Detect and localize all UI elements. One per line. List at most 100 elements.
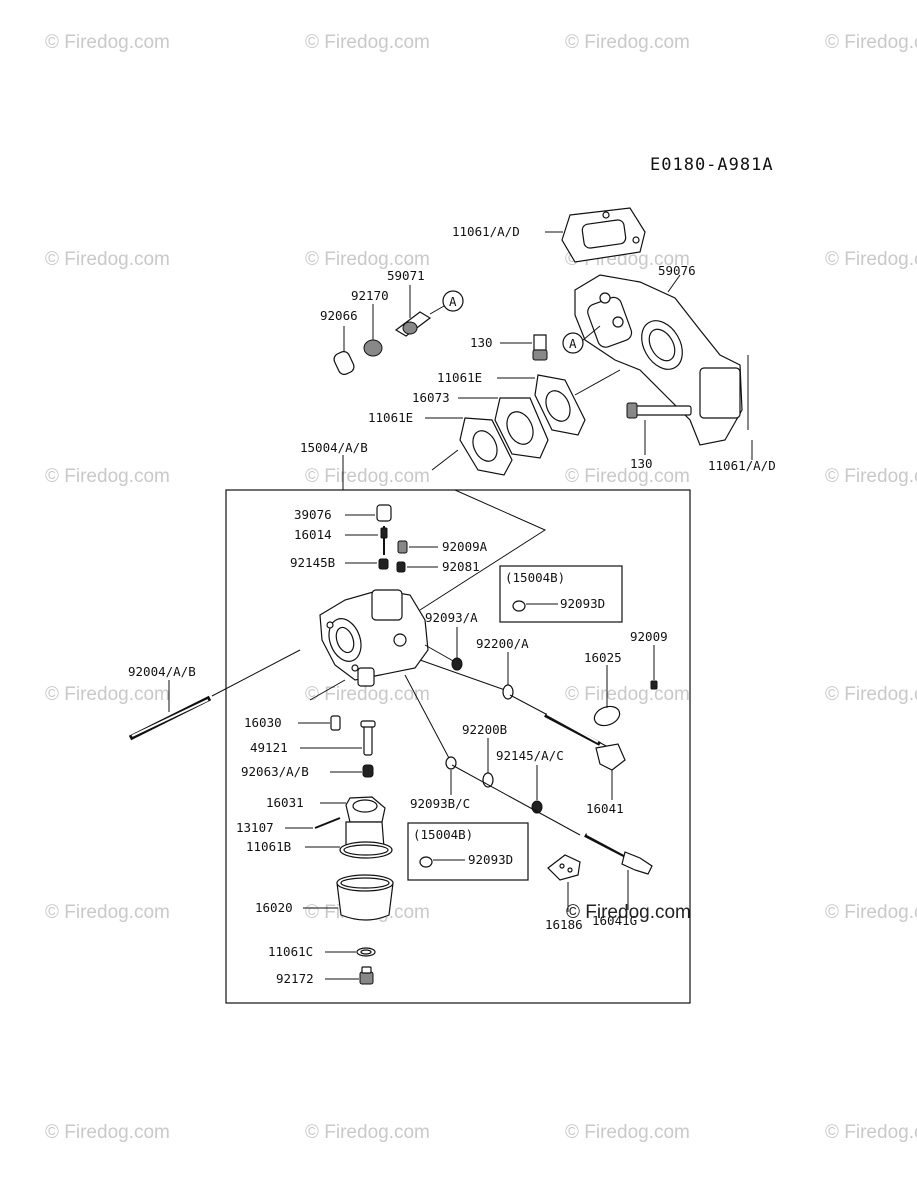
spacer-16073-hole — [506, 411, 534, 445]
carburetor-boss — [393, 633, 407, 647]
label-39076: 39076 — [294, 507, 332, 522]
manifold-end-flange — [699, 367, 741, 419]
label-92093-a: 92093/A — [425, 610, 478, 625]
watermark: © Firedog.com — [825, 32, 917, 53]
screw-92009a — [397, 540, 408, 554]
label-92093b-c: 92093B/C — [410, 796, 470, 811]
watermark: © Firedog.com — [45, 249, 170, 270]
watermark: © Firedog.com — [565, 466, 690, 487]
needle-16014 — [380, 527, 388, 539]
label-92066: 92066 — [320, 308, 358, 323]
inset-box-15004b-bottom — [407, 822, 529, 881]
watermark: © Firedog.com — [305, 32, 430, 53]
callout-a-circle-2 — [442, 290, 464, 312]
choke-plate-hole — [559, 863, 565, 869]
drain-bolt-92172 — [359, 971, 374, 985]
fitting-59071-nut — [402, 321, 418, 335]
carburetor-parts: 39076 16014 92009A 92145B 92081 92004/A — [128, 504, 668, 986]
watermark: © Firedog.com — [565, 32, 690, 53]
label-92200-a: 92200/A — [476, 636, 529, 651]
watermark: © Firedog.com — [45, 902, 170, 923]
watermark: © Firedog.com — [825, 1122, 917, 1143]
seal-92093a — [451, 657, 463, 671]
spring-92145b — [378, 558, 389, 570]
spring-92081 — [396, 561, 406, 573]
label-16020: 16020 — [255, 900, 293, 915]
gasket-11061-top-window — [581, 219, 627, 249]
drain-bolt-92172-tip — [361, 966, 372, 974]
bolt-130-top — [533, 334, 547, 351]
label-11061c: 11061C — [268, 944, 313, 959]
label-92009: 92009 — [630, 629, 668, 644]
clamp-92170 — [363, 339, 383, 357]
label-16041g: 16041G — [592, 913, 637, 928]
label-92172: 92172 — [276, 971, 314, 986]
label-92170: 92170 — [351, 288, 389, 303]
label-49121: 49121 — [250, 740, 288, 755]
label-92004-a-b: 92004/A/B — [128, 664, 196, 679]
tube-49121 — [363, 722, 373, 756]
label-92200b: 92200B — [462, 722, 507, 737]
label-59071: 59071 — [387, 268, 425, 283]
float-16031-top — [352, 799, 378, 813]
label-130-top: 130 — [470, 335, 493, 350]
float-bowl-rim-inner — [340, 877, 390, 889]
carburetor-boss — [351, 664, 359, 672]
watermark: © Firedog.com — [305, 249, 430, 270]
upper-assembly: 11061/A/D 59076 11061/A/D A 130 130 5907… — [320, 207, 776, 476]
label-16073: 16073 — [412, 390, 450, 405]
watermark: © Firedog.com — [825, 902, 917, 923]
washer-92093bc — [445, 756, 457, 770]
bolt-130-bottom-head — [626, 402, 638, 419]
carburetor-boss — [326, 621, 334, 629]
label-92145-a-c: 92145/A/C — [496, 748, 564, 763]
label-11061e-lower: 11061E — [368, 410, 413, 425]
washer-92200a — [502, 684, 514, 700]
manifold-boss — [612, 316, 624, 328]
washer-11061c-inner — [360, 949, 372, 955]
callout-a-letter: A — [569, 336, 577, 351]
inset-box-15004b-top — [499, 565, 623, 623]
watermark-layer: © Firedog.com © Firedog.com © Firedog.co… — [45, 32, 917, 1143]
label-92093d-top: 92093D — [560, 596, 605, 611]
callout-a-letter-2: A — [449, 294, 457, 309]
label-92093d-bottom: 92093D — [468, 852, 513, 867]
cap-39076 — [376, 504, 392, 522]
inset-label-bottom: (15004B) — [413, 827, 473, 842]
carburetor-top-block — [371, 589, 403, 621]
label-92145b: 92145B — [290, 555, 335, 570]
gasket-11061e-lower-hole — [472, 430, 498, 462]
label-16186: 16186 — [545, 917, 583, 932]
label-92009a: 92009A — [442, 539, 488, 554]
watermark: © Firedog.com — [825, 249, 917, 270]
label-16025: 16025 — [584, 650, 622, 665]
seal-92093d-bottom — [419, 856, 433, 868]
label-11061e-upper: 11061E — [437, 370, 482, 385]
label-11061b: 11061B — [246, 839, 291, 854]
tube-92066 — [333, 351, 355, 375]
main-watermark: © Firedog.com — [566, 902, 691, 923]
watermark: © Firedog.com — [825, 466, 917, 487]
float-bowl-16020 — [336, 882, 394, 921]
label-11061-a-d-bottom: 11061/A/D — [708, 458, 776, 473]
label-92081: 92081 — [442, 559, 480, 574]
watermark: © Firedog.com — [45, 684, 170, 705]
watermark: © Firedog.com — [565, 1122, 690, 1143]
gasket-hole — [632, 236, 640, 244]
label-11061-a-d-top: 11061/A/D — [452, 224, 520, 239]
carburetor-bore-inner — [335, 626, 355, 654]
bolt-130-bottom-shank — [634, 405, 692, 416]
seal-92093d-top — [512, 600, 526, 612]
choke-plate-hole — [567, 867, 573, 873]
diagram-code: E0180-A981A — [650, 155, 774, 175]
label-59076: 59076 — [658, 263, 696, 278]
tube-49121-cap — [360, 720, 376, 728]
jet-16030 — [330, 715, 341, 731]
inset-label-top: (15004B) — [505, 570, 565, 585]
throttle-lever-16041 — [595, 743, 626, 771]
label-15004-a-b: 15004/A/B — [300, 440, 368, 455]
watermark: © Firedog.com — [305, 1122, 430, 1143]
seal-92063 — [362, 764, 374, 778]
label-92063-a-b: 92063/A/B — [241, 764, 309, 779]
